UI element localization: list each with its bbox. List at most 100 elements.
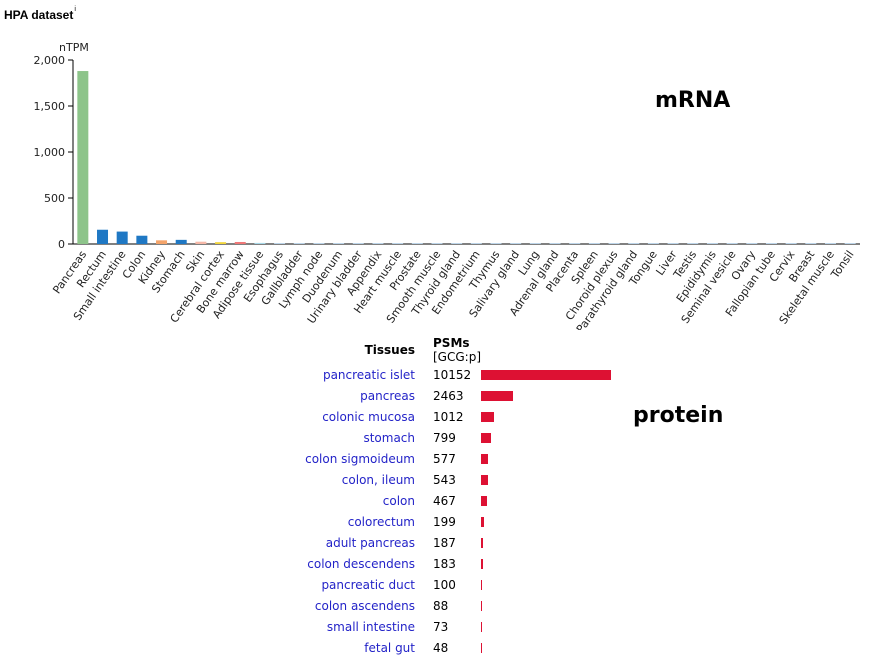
mrna-bar[interactable] [470, 243, 482, 244]
psm-value: 187 [433, 535, 456, 550]
psm-bar-cell [481, 637, 631, 658]
mrna-bar[interactable] [490, 243, 502, 244]
mrna-bar[interactable] [667, 243, 679, 244]
tissue-link[interactable]: pancreas [360, 388, 415, 403]
psm-value: 10152 [433, 367, 472, 382]
psm-bar [481, 621, 482, 632]
y-tick-label: 2,000 [34, 54, 66, 67]
tissue-link[interactable]: colon, ileum [341, 472, 415, 487]
mrna-bar[interactable] [746, 243, 758, 244]
mrna-bar[interactable] [824, 243, 836, 244]
tissue-link[interactable]: pancreatic duct [321, 577, 415, 592]
mrna-bar[interactable] [116, 231, 128, 244]
y-tick-label: 0 [58, 238, 65, 251]
tissue-link[interactable]: small intestine [326, 619, 415, 634]
psm-bar [481, 579, 483, 590]
psm-bar [481, 453, 489, 464]
mrna-bar[interactable] [97, 229, 109, 244]
mrna-bar[interactable] [628, 243, 640, 244]
psm-bar-cell [481, 574, 631, 595]
mrna-bar[interactable] [313, 243, 325, 244]
mrna-bar[interactable] [352, 243, 364, 244]
mrna-bar[interactable] [215, 242, 227, 244]
mrna-bar[interactable] [411, 243, 423, 244]
psm-value: 799 [433, 430, 456, 445]
psm-bar [481, 432, 492, 443]
tissue-link[interactable]: stomach [363, 430, 415, 445]
info-icon[interactable]: i [74, 6, 76, 13]
mrna-bar[interactable] [549, 243, 561, 244]
psm-value: 183 [433, 556, 456, 571]
mrna-bar[interactable] [274, 243, 286, 244]
psm-bar-cell [481, 532, 631, 553]
mrna-bar[interactable] [431, 243, 443, 244]
mrna-bar[interactable] [333, 243, 345, 244]
mrna-bar[interactable] [234, 241, 246, 244]
tissue-link[interactable]: colon descendens [307, 556, 415, 571]
tissue-link[interactable]: colon [382, 493, 415, 508]
mrna-bar[interactable] [156, 240, 168, 244]
table-row: colonic mucosa 1012 [300, 406, 631, 427]
table-row: small intestine 73 [300, 616, 631, 637]
table-row: stomach 799 [300, 427, 631, 448]
psm-bar-cell [481, 406, 631, 427]
mrna-bar[interactable] [293, 243, 305, 244]
tissue-link[interactable]: colon ascendens [314, 598, 415, 613]
psm-value: 467 [433, 493, 456, 508]
tissue-link[interactable]: colonic mucosa [322, 409, 415, 424]
mrna-bar[interactable] [77, 71, 89, 244]
mrna-bar[interactable] [608, 243, 620, 244]
psm-bar [481, 495, 487, 506]
psm-bar-cell [481, 364, 631, 385]
mrna-bar[interactable] [136, 235, 148, 244]
table-row: pancreatic islet 10152 [300, 364, 631, 385]
mrna-bar[interactable] [195, 241, 207, 244]
psm-bar [481, 411, 494, 422]
table-row: colon 467 [300, 490, 631, 511]
mrna-bar[interactable] [844, 243, 856, 244]
table-row: colon descendens 183 [300, 553, 631, 574]
psm-value: 1012 [433, 409, 464, 424]
mrna-bar[interactable] [805, 243, 817, 244]
mrna-bar[interactable] [451, 243, 463, 244]
tissue-link[interactable]: pancreatic islet [322, 367, 415, 382]
psm-value: 88 [433, 598, 449, 613]
tissue-link[interactable]: fetal gut [364, 640, 415, 655]
mrna-bar[interactable] [510, 243, 522, 244]
mrna-bar[interactable] [175, 239, 187, 244]
psm-bar-cell [481, 553, 631, 574]
tissue-link[interactable]: adult pancreas [325, 535, 415, 550]
y-tick-label: 1,000 [34, 146, 66, 159]
tissue-link[interactable]: colorectum [347, 514, 415, 529]
mrna-bar[interactable] [726, 243, 738, 244]
psm-bar-cell [481, 469, 631, 490]
psm-value: 73 [433, 619, 449, 634]
mrna-bar[interactable] [706, 243, 718, 244]
mrna-bar[interactable] [254, 242, 266, 244]
y-tick-label: 500 [44, 192, 65, 205]
mrna-bar[interactable] [372, 243, 384, 244]
mrna-bar[interactable] [569, 243, 581, 244]
mrna-bar[interactable] [529, 243, 541, 244]
mrna-bars [77, 71, 856, 244]
mrna-bar[interactable] [785, 243, 797, 244]
tissue-link[interactable]: colon sigmoideum [305, 451, 415, 466]
mrna-bar[interactable] [647, 243, 659, 244]
mrna-bar[interactable] [765, 243, 777, 244]
tissues-column-header: Tissues [364, 343, 415, 357]
mrna-bar[interactable] [392, 243, 404, 244]
mrna-bar[interactable] [588, 243, 600, 244]
y-axis-label: nTPM [59, 41, 89, 54]
psm-bar-cell [481, 427, 631, 448]
mrna-bar[interactable] [687, 243, 699, 244]
psm-bar-cell [481, 448, 631, 469]
psm-bar-cell [481, 385, 631, 406]
